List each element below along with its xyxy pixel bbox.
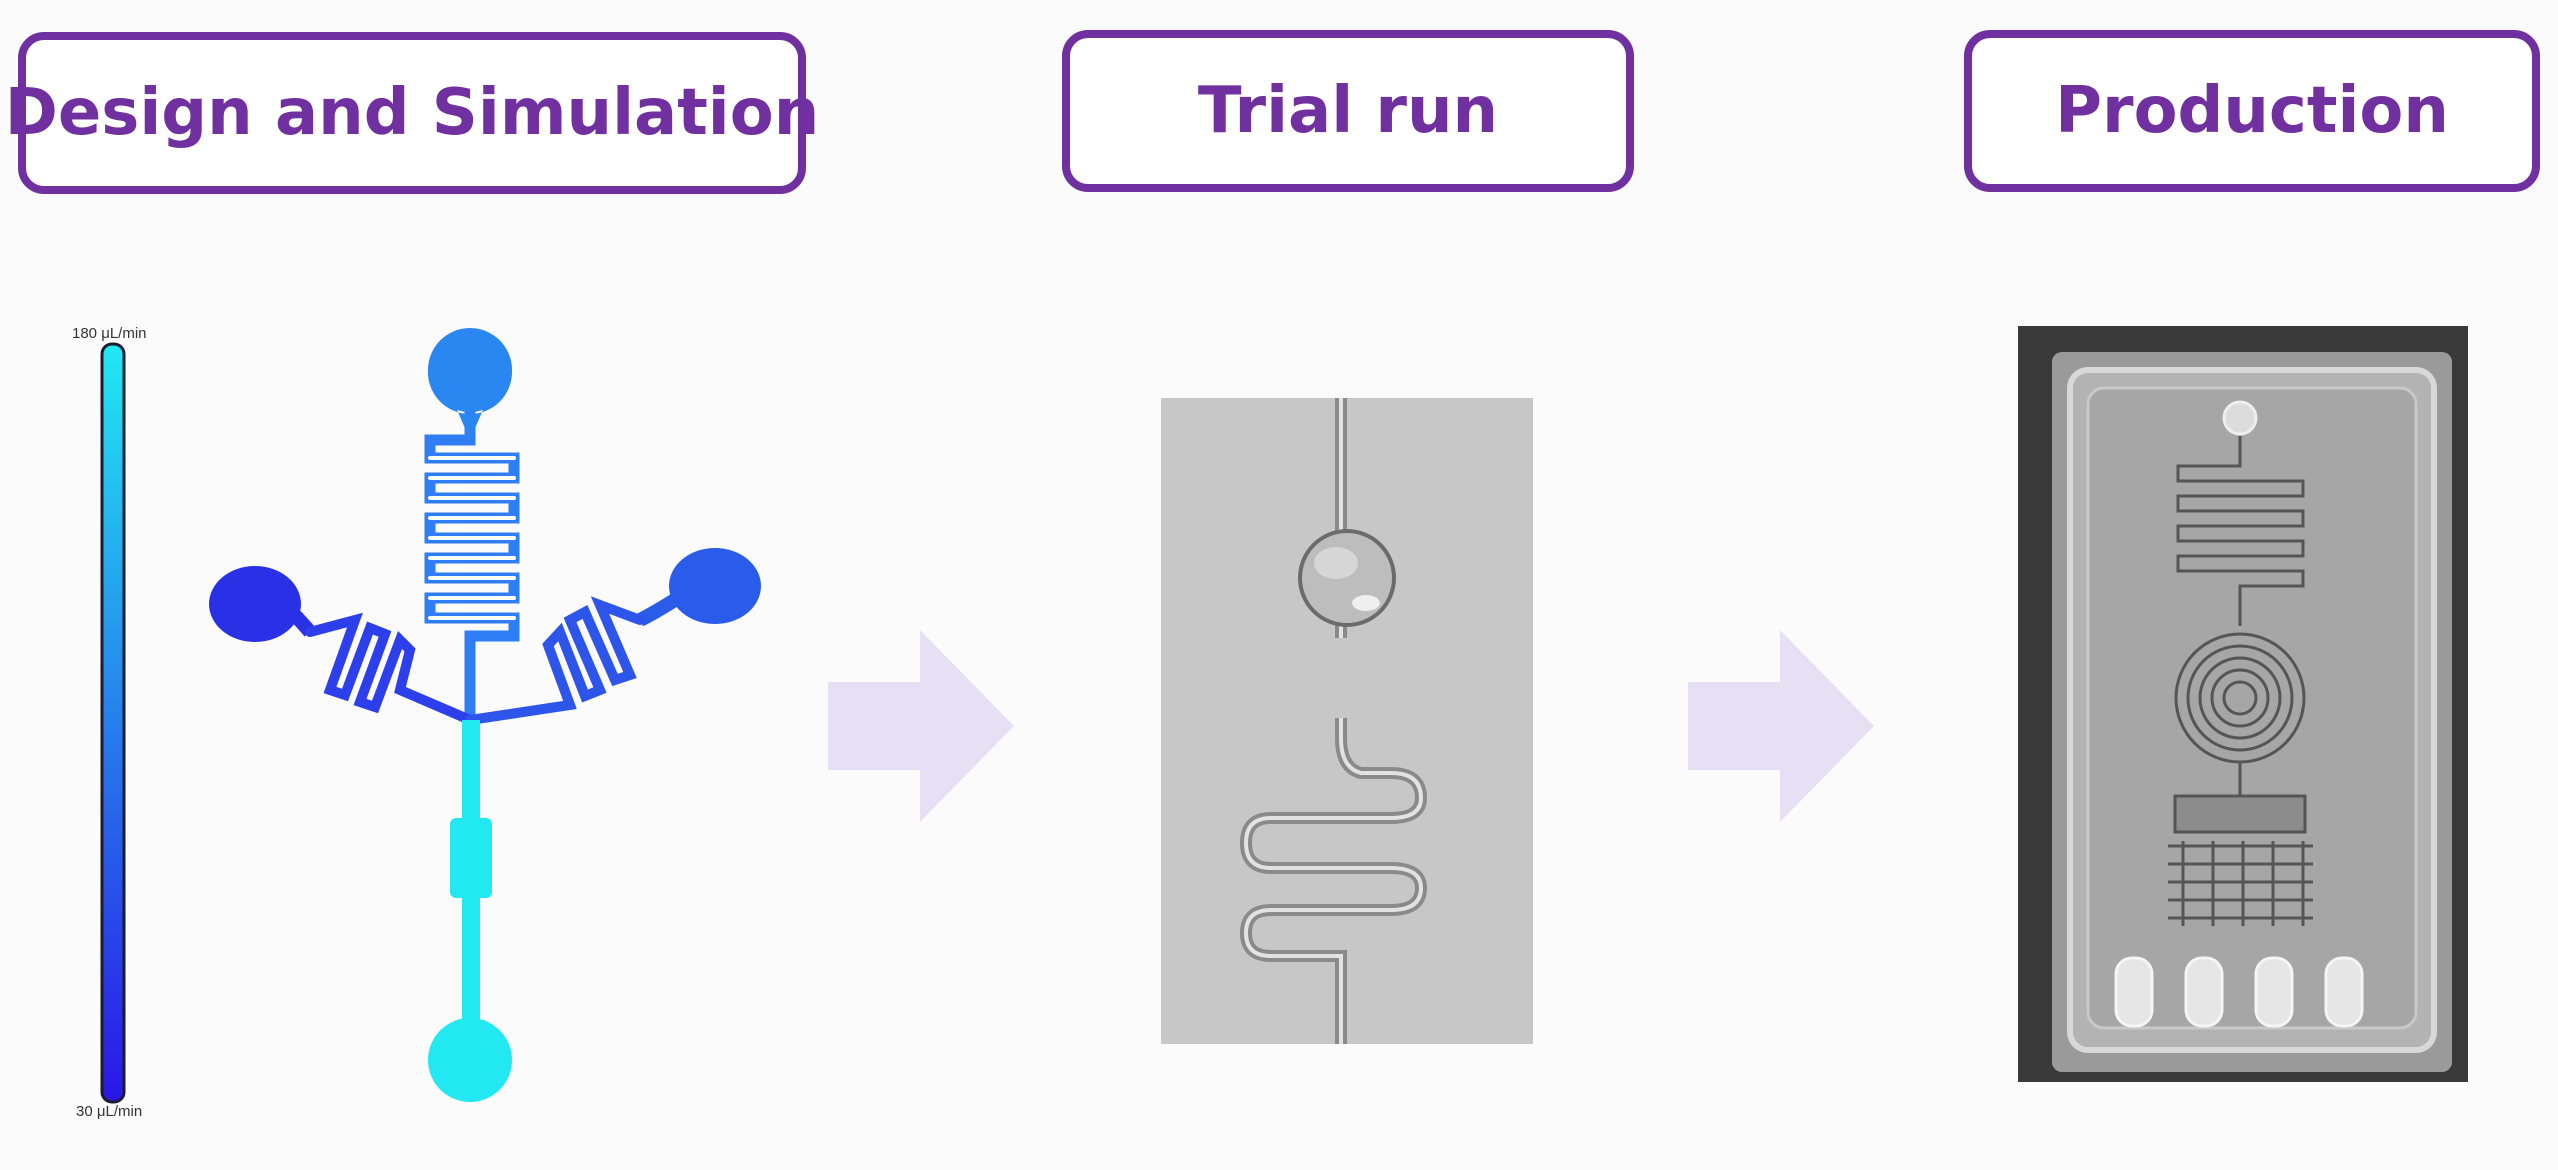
top-inlet-circle	[428, 328, 512, 412]
stage-box-production: Production	[1964, 30, 2540, 192]
top-inlet-serpentine-inner	[428, 456, 516, 620]
stage-box-design-and-simulation: Design and Simulation	[5, 32, 819, 194]
stage-title: Trial run	[1197, 74, 1499, 148]
droplet	[1298, 529, 1396, 627]
stage-box-trial-run: Trial run	[1062, 30, 1634, 192]
mixing-chamber	[450, 818, 492, 898]
left-inlet-serpentine	[305, 612, 475, 725]
right-inlet-reservoir	[669, 548, 761, 624]
production-chip-photo	[2018, 326, 2468, 1082]
right-arrow-icon	[1688, 630, 1874, 822]
stage-title: Production	[2055, 74, 2449, 148]
flow-color-scale-bar	[100, 342, 126, 1104]
simulation-panel	[100, 328, 761, 1104]
scale-max-label: 180 μL/min	[72, 325, 147, 342]
top-inlet-serpentine	[424, 384, 520, 726]
scale-min-label: 30 μL/min	[76, 1103, 143, 1120]
right-inlet-serpentine	[465, 596, 645, 725]
stage-title: Design and Simulation	[4, 76, 820, 150]
right-arrow-icon	[828, 630, 1014, 822]
left-inlet-reservoir	[209, 566, 301, 642]
outlet-reservoir	[428, 1018, 512, 1102]
trial-run-photo	[1161, 398, 1533, 1044]
